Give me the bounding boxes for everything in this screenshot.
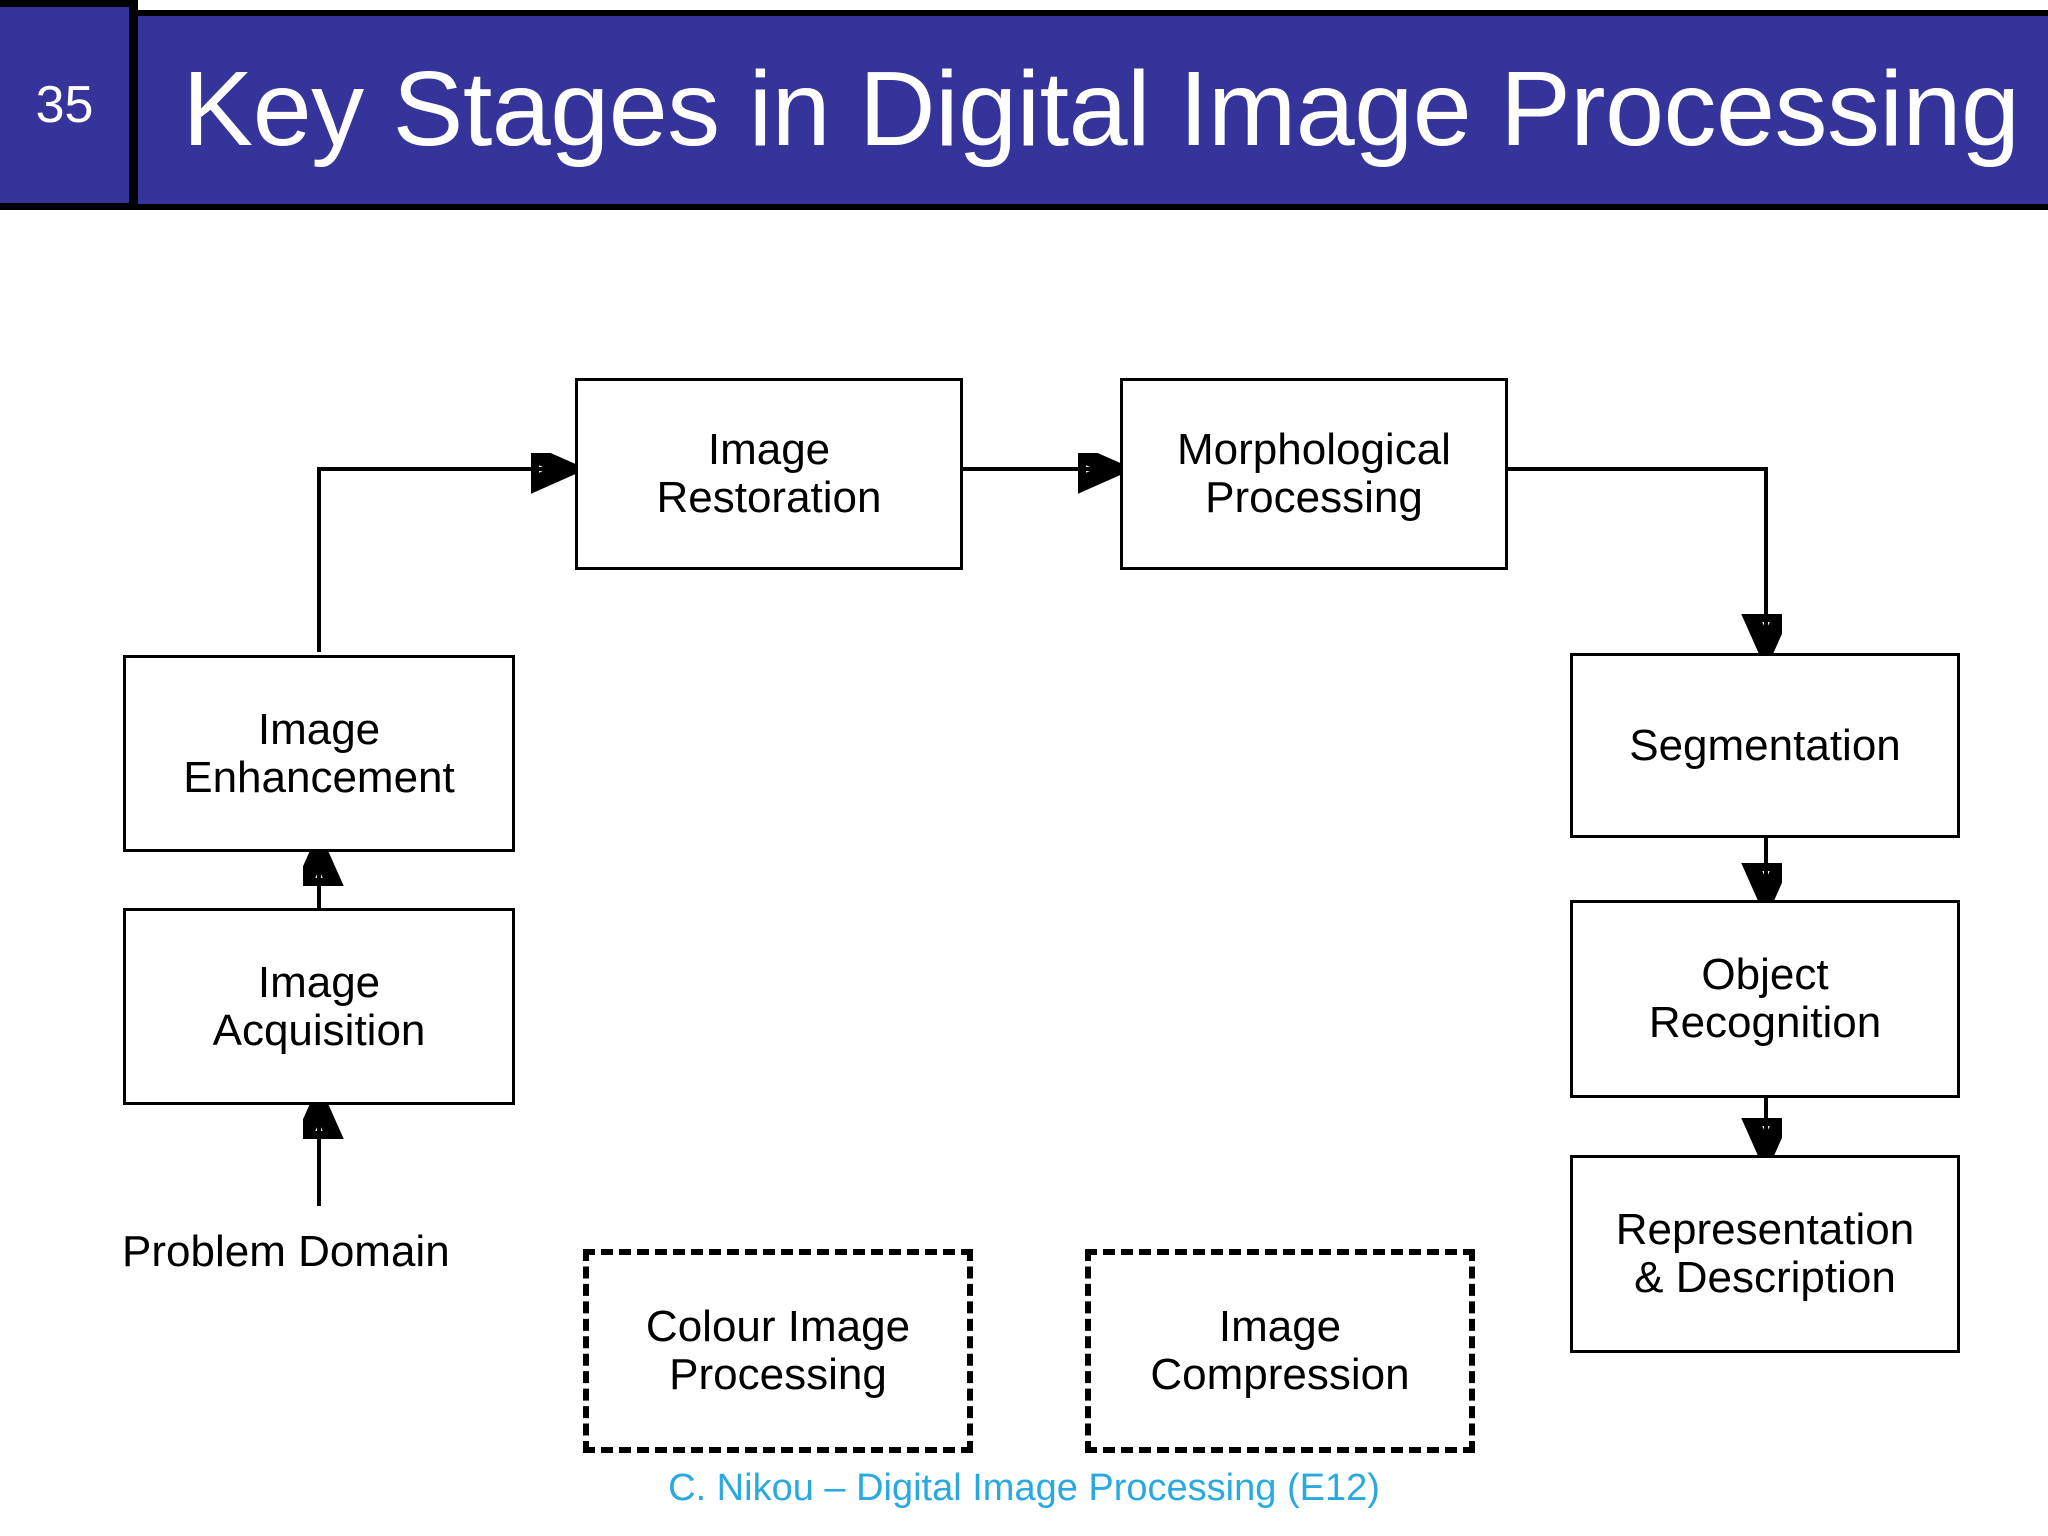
edge-image-enhancement-to-image-restoration xyxy=(317,469,565,652)
node-image-restoration[interactable]: Image Restoration xyxy=(575,378,963,570)
node-image-enhancement-label: Image Enhancement xyxy=(183,704,455,802)
node-representation-description[interactable]: Representation & Description xyxy=(1570,1155,1960,1353)
node-image-compression[interactable]: Image Compression xyxy=(1085,1249,1475,1453)
node-image-enhancement[interactable]: Image Enhancement xyxy=(123,655,515,852)
problem-domain-label: Problem Domain xyxy=(122,1227,450,1276)
node-object-recognition[interactable]: Object Recognition xyxy=(1570,900,1960,1098)
node-image-restoration-label: Image Restoration xyxy=(656,425,882,522)
slide-number-badge: 35 xyxy=(0,0,138,210)
node-representation-description-label: Representation & Description xyxy=(1615,1205,1915,1302)
node-object-recognition-label: Object Recognition xyxy=(1648,950,1882,1047)
node-morphological-processing[interactable]: Morphological Processing xyxy=(1120,378,1508,570)
page-title: Key Stages in Digital Image Processing xyxy=(182,50,2020,169)
node-colour-image-processing-label: Colour Image Processing xyxy=(645,1302,911,1399)
node-colour-image-processing[interactable]: Colour Image Processing xyxy=(583,1249,973,1453)
slide-header: Key Stages in Digital Image Processing 3… xyxy=(0,0,2048,278)
edge-morphological-processing-to-segmentation xyxy=(1508,467,1766,648)
node-segmentation-label: Segmentation xyxy=(1629,720,1901,770)
node-image-acquisition-label: Image Acquisition xyxy=(212,957,426,1055)
slide-number-text: 35 xyxy=(35,76,94,134)
node-image-compression-label: Image Compression xyxy=(1150,1302,1410,1399)
slide-title-bar: Key Stages in Digital Image Processing xyxy=(114,10,2048,210)
node-segmentation[interactable]: Segmentation xyxy=(1570,653,1960,838)
node-image-acquisition[interactable]: Image Acquisition xyxy=(123,908,515,1105)
node-morphological-processing-label: Morphological Processing xyxy=(1177,425,1451,522)
slide-footer-citation: C. Nikou – Digital Image Processing (E12… xyxy=(668,1467,1380,1509)
